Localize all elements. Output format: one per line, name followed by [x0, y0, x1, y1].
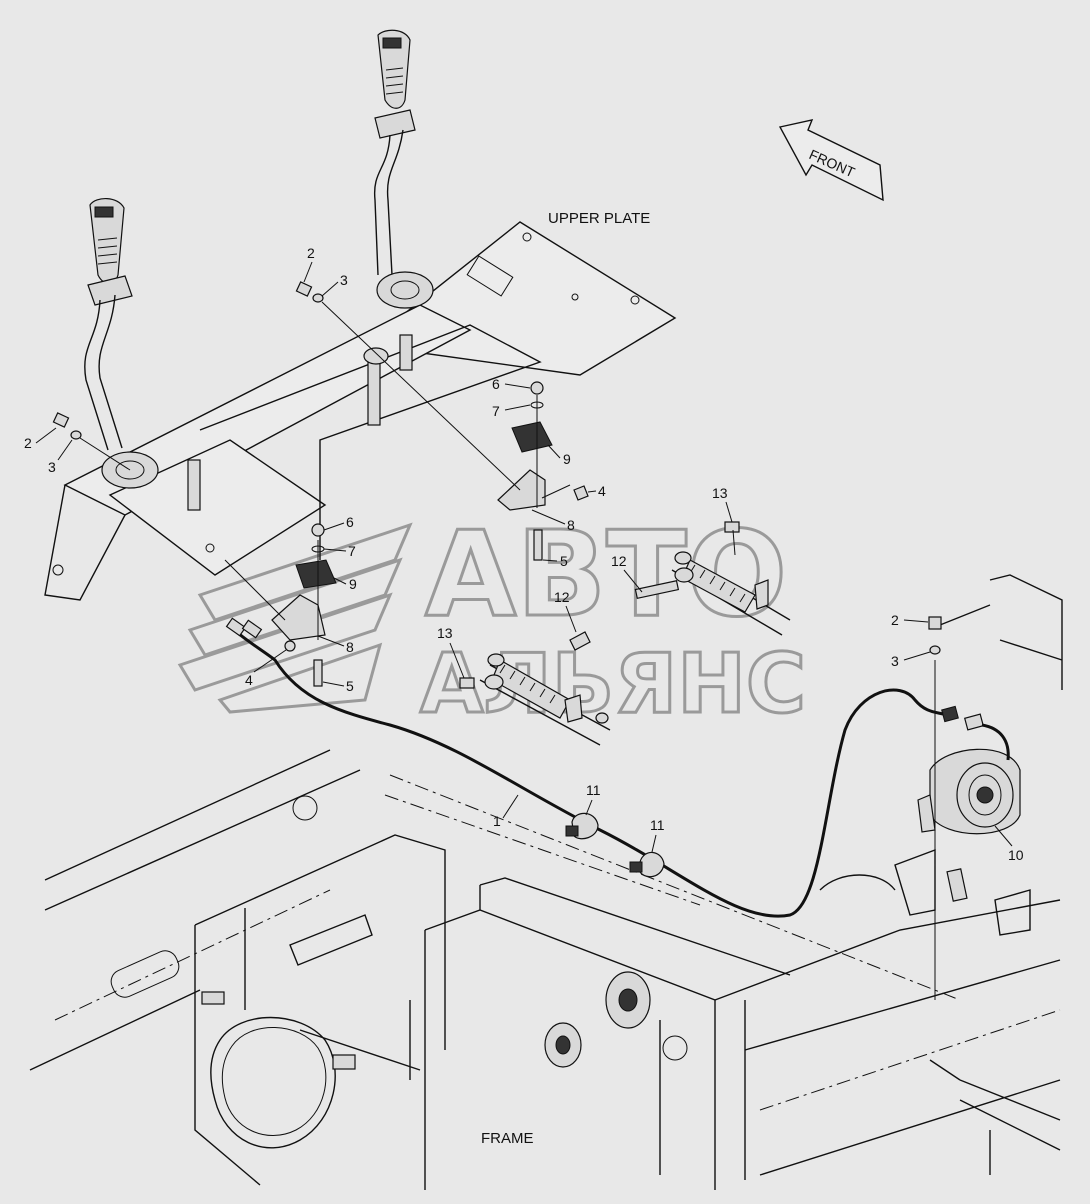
callout-4-lower: 4 [245, 672, 253, 688]
watermark-line2: АЛЬЯНС [420, 637, 806, 732]
switch-assembly-lower [271, 523, 337, 687]
rubber-mount-right [605, 971, 651, 1029]
callout-12-upper: 12 [611, 553, 627, 569]
rubber-mount-left [544, 1022, 582, 1068]
callout-10: 10 [1008, 847, 1024, 863]
callouts: 1 2 2 2 3 3 3 4 4 5 5 6 6 7 7 8 8 9 9 [24, 245, 1024, 863]
wire-harness [225, 617, 944, 918]
callout-3-left: 3 [48, 459, 56, 475]
frame-structure [29, 574, 1063, 1190]
bolt-item2-right [928, 616, 942, 1000]
frame-label: FRAME [481, 1130, 534, 1147]
callout-3-right: 3 [891, 653, 899, 669]
callout-4-upper: 4 [598, 483, 606, 499]
callout-6-upper: 6 [492, 376, 500, 392]
callout-3-top: 3 [340, 272, 348, 288]
callout-7-lower: 7 [348, 543, 356, 559]
callout-12-lower: 12 [554, 589, 570, 605]
backup-alarm [917, 748, 1021, 835]
callout-1: 1 [493, 813, 501, 829]
gas-spring-right [634, 521, 791, 636]
callout-8-upper: 8 [567, 517, 575, 533]
callout-9-lower: 9 [349, 576, 357, 592]
bolts-item2-item3 [52, 281, 521, 621]
upper-plate-label: UPPER PLATE [548, 210, 650, 227]
front-arrow: FRONT [778, 119, 884, 202]
callout-6-lower: 6 [346, 514, 354, 530]
cable-clamp-2 [629, 851, 665, 878]
callout-5-upper: 5 [560, 553, 568, 569]
joystick-right [373, 29, 434, 309]
callout-11-second: 11 [650, 817, 665, 833]
callout-13-upper: 13 [712, 485, 728, 501]
callout-11-first: 11 [586, 782, 601, 798]
callout-5-lower: 5 [346, 678, 354, 694]
connector-plug [941, 705, 1010, 761]
callout-2-right: 2 [891, 612, 899, 628]
callout-8-lower: 8 [346, 639, 354, 655]
callout-13-lower: 13 [437, 625, 453, 641]
switch-assembly-upper [497, 381, 589, 561]
callout-2-left: 2 [24, 435, 32, 451]
callout-9-upper: 9 [563, 451, 571, 467]
console-hangers [187, 334, 413, 511]
joystick-left [84, 198, 159, 489]
gas-spring-left [459, 631, 611, 746]
cable-clamp-1 [565, 812, 599, 840]
callout-7-upper: 7 [492, 403, 500, 419]
callout-2-top: 2 [307, 245, 315, 261]
